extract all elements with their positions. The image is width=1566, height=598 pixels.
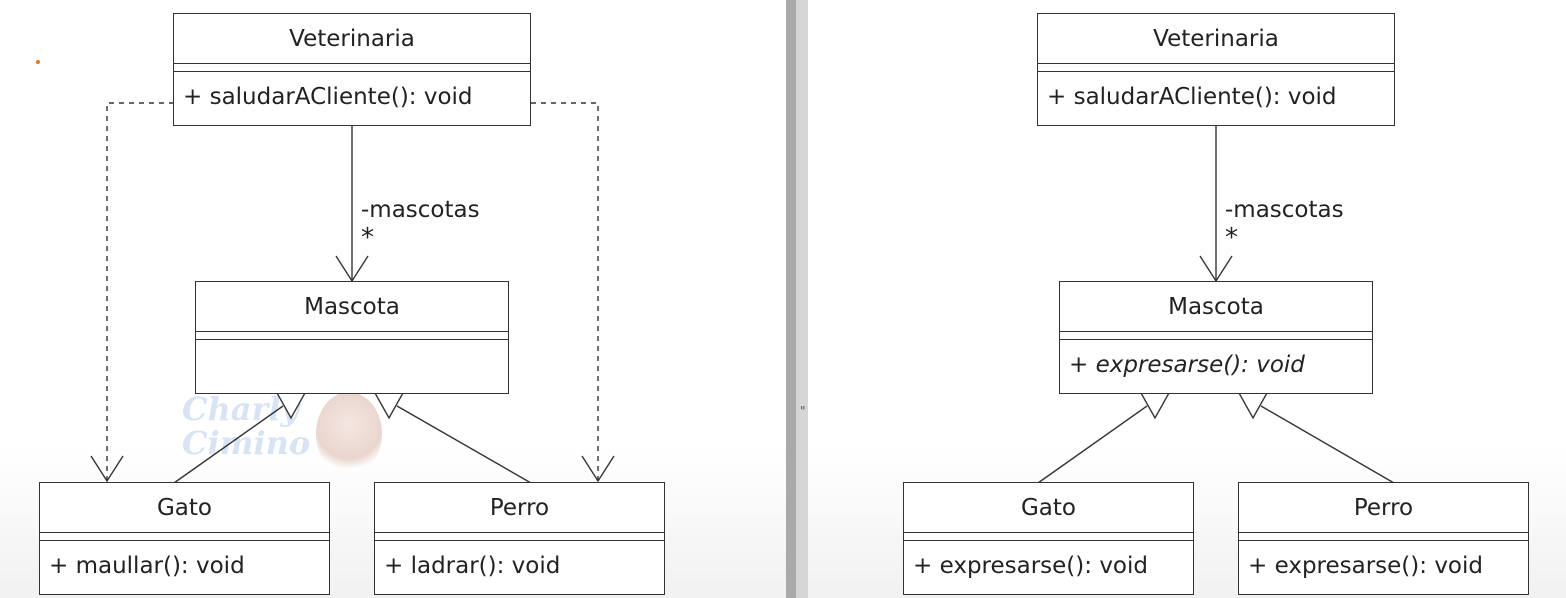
class-name: Veterinaria <box>1153 25 1279 52</box>
left-dependency-gato-line <box>106 102 174 481</box>
right-generalization-gato-triangle <box>1139 392 1171 420</box>
left-association-role: -mascotas <box>361 197 480 223</box>
left-generalization-gato-triangle <box>275 392 307 420</box>
class-divider <box>40 540 329 541</box>
class-divider <box>196 331 508 332</box>
left-generalization-perro-triangle <box>373 392 405 420</box>
right-generalization-perro-triangle <box>1237 392 1269 420</box>
class-method: + ladrar(): void <box>384 553 561 579</box>
class-method: + saludarACliente(): void <box>183 84 473 110</box>
watermark-portrait <box>316 392 382 476</box>
class-divider <box>174 63 530 64</box>
class-divider <box>904 540 1193 541</box>
class-name: Gato <box>1020 494 1076 521</box>
class-name: Perro <box>1353 494 1414 521</box>
class-divider <box>904 532 1193 533</box>
class-divider <box>40 532 329 533</box>
abstract-method: + expresarse(): void <box>1069 352 1305 378</box>
class-divider <box>1060 331 1372 332</box>
class-method: + maullar(): void <box>49 553 245 579</box>
class-name: Mascota <box>304 293 400 320</box>
class-divider <box>174 71 530 72</box>
panel-divider-shadow <box>796 0 808 598</box>
left-dependency-perro-arrowhead <box>581 455 615 483</box>
class-divider <box>196 339 508 340</box>
right-generalization-gato-line <box>1037 405 1148 484</box>
class-name: Perro <box>489 494 550 521</box>
right-generalization-perro-line <box>1260 405 1395 484</box>
left-dependency-perro-line <box>531 102 599 481</box>
cursor-dot <box>36 60 40 64</box>
left-class-veterinaria[interactable]: Veterinaria + saludarACliente(): void <box>173 13 531 126</box>
class-divider <box>1239 532 1528 533</box>
panel-divider[interactable] <box>786 0 796 598</box>
left-class-gato[interactable]: Gato + maullar(): void <box>39 482 330 595</box>
right-association-multiplicity: * <box>1225 223 1238 253</box>
right-class-veterinaria[interactable]: Veterinaria + saludarACliente(): void <box>1037 13 1395 126</box>
class-name: Mascota <box>1168 293 1264 320</box>
class-method: + saludarACliente(): void <box>1047 84 1337 110</box>
right-association-role: -mascotas <box>1225 197 1344 223</box>
class-divider <box>1060 339 1372 340</box>
class-method: + expresarse(): void <box>913 553 1148 579</box>
class-divider <box>375 540 664 541</box>
splitter-grip[interactable]: " <box>800 404 806 418</box>
left-class-mascota[interactable]: Mascota <box>195 281 509 394</box>
right-class-gato[interactable]: Gato + expresarse(): void <box>903 482 1194 595</box>
class-method: + expresarse(): void <box>1248 553 1483 579</box>
class-name: Gato <box>156 494 212 521</box>
right-class-perro[interactable]: Perro + expresarse(): void <box>1238 482 1529 595</box>
left-generalization-gato-line <box>173 405 284 484</box>
left-class-perro[interactable]: Perro + ladrar(): void <box>374 482 665 595</box>
right-class-mascota[interactable]: Mascota + expresarse(): void <box>1059 281 1373 394</box>
class-divider <box>375 532 664 533</box>
left-association-multiplicity: * <box>361 223 374 253</box>
class-divider <box>1038 71 1394 72</box>
left-generalization-perro-line <box>396 405 532 484</box>
class-name: Veterinaria <box>289 25 415 52</box>
class-divider <box>1038 63 1394 64</box>
left-dependency-gato-arrowhead <box>90 455 124 483</box>
class-divider <box>1239 540 1528 541</box>
